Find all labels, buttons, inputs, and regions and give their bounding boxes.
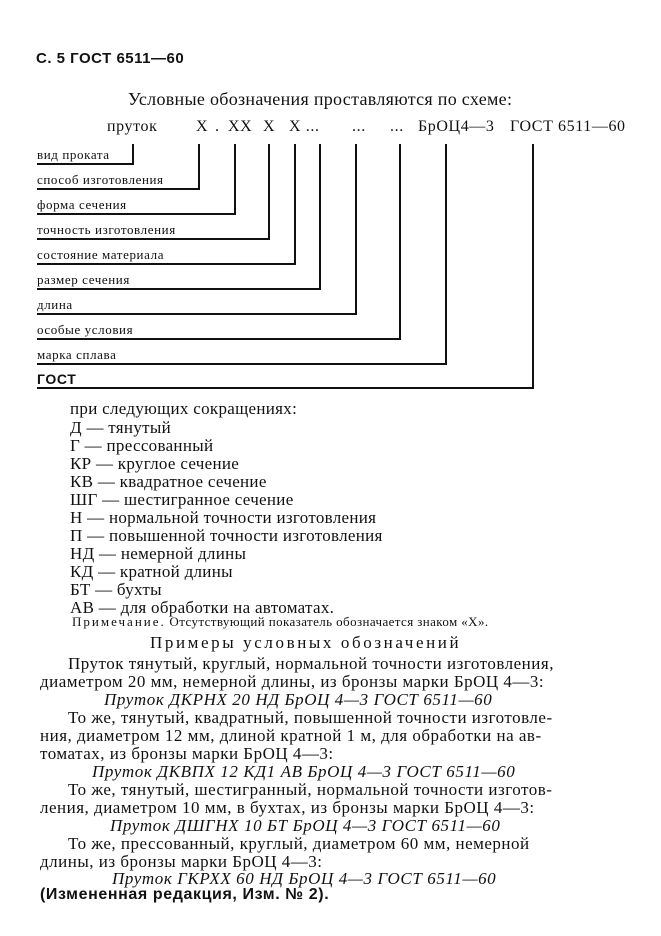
note: Примечание. Отсутствующий показатель обо… [72, 614, 489, 630]
note-body: Отсутствующий показатель обозначается зн… [169, 614, 489, 629]
label-section-size: размер сечения [37, 272, 130, 287]
scheme-part-gost: ГОСТ 6511—60 [510, 118, 626, 135]
abbreviation-item: КД — кратной длины [70, 562, 233, 581]
example-text: Пруток тянутый, круглый, нормальной точн… [68, 654, 554, 673]
abbreviation-item: АВ — для обработки на автоматах. [70, 598, 335, 617]
example-text: То же, тянутый, квадратный, повышенной т… [68, 708, 553, 727]
example-text: ления, диаметром 10 мм, в бухтах, из бро… [40, 798, 535, 817]
scheme-part-x1: X [196, 118, 209, 135]
abbreviation-item: КВ — квадратное сечение [70, 472, 267, 491]
label-special-conditions: особые условия [37, 322, 134, 337]
abbreviation-item: КР — круглое сечение [70, 454, 240, 473]
scheme-part-xx: XX [228, 118, 253, 135]
abbreviation-item: ШГ — шестигранное сечение [70, 490, 294, 509]
scheme-intro: Условные обозначения проставляются по сх… [128, 89, 513, 109]
scheme-part-x2: X [263, 118, 276, 135]
abbreviation-item: П — повышенной точности изготовления [70, 526, 383, 545]
abbreviation-item: Н — нормальной точности изготовления [70, 508, 377, 527]
scheme-part-dots2: ... [390, 118, 404, 135]
label-manufacturing-method: способ изготовления [37, 172, 164, 187]
revision-note: (Измененная редакция, Изм. № 2). [40, 886, 330, 903]
label-length: длина [37, 297, 73, 312]
abbreviation-item: НД — немерной длины [70, 544, 247, 563]
scheme-part-dots1: ... [352, 118, 366, 135]
scheme-part-product: пруток [107, 118, 158, 135]
abbreviation-item: Г — прессованный [70, 436, 214, 455]
example-text: длины, из бронзы марки БрОЦ 4—3: [40, 852, 323, 871]
scheme-part-x3: X ... [289, 118, 320, 135]
example-text: То же, тянутый, шестигранный, нормальной… [68, 780, 553, 799]
note-head: Примечание. [72, 614, 166, 629]
example-text: томатах, из бронзы марки БрОЦ 4—3: [40, 744, 334, 763]
label-precision: точность изготовления [37, 222, 176, 237]
abbreviation-item: Д — тянутый [70, 418, 171, 437]
scheme-part-dot: . [215, 118, 220, 135]
page-header: С. 5 ГОСТ 6511—60 [36, 50, 185, 67]
example-code: Пруток ДКРНХ 20 НД БрОЦ 4—3 ГОСТ 6511—60 [104, 690, 493, 709]
label-product-type: вид проката [37, 147, 110, 162]
example-code: Пруток ГКРХХ 60 НД БрОЦ 4—3 ГОСТ 6511—60 [112, 869, 497, 888]
example-code: Пруток ДШГНХ 10 БТ БрОЦ 4—3 ГОСТ 6511—60 [110, 816, 501, 835]
label-gost: ГОСТ [37, 371, 77, 387]
label-alloy-grade: марка сплава [37, 347, 117, 362]
example-text: ния, диаметром 12 мм, длиной кратной 1 м… [40, 726, 542, 745]
example-text: диаметром 20 мм, немерной длины, из брон… [40, 672, 545, 691]
scheme-part-alloy: БрОЦ4—3 [418, 118, 495, 135]
label-material-state: состояние материала [37, 247, 165, 262]
abbreviations-intro: при следующих сокращениях: [70, 399, 298, 418]
example-text: То же, прессованный, круглый, диаметром … [68, 834, 530, 853]
label-section-shape: форма сечения [37, 197, 127, 212]
example-code: Пруток ДКВПХ 12 КД1 АВ БрОЦ 4—3 ГОСТ 651… [92, 762, 516, 781]
abbreviation-item: БТ — бухты [70, 580, 162, 599]
examples-title: Примеры условных обозначений [150, 633, 462, 652]
